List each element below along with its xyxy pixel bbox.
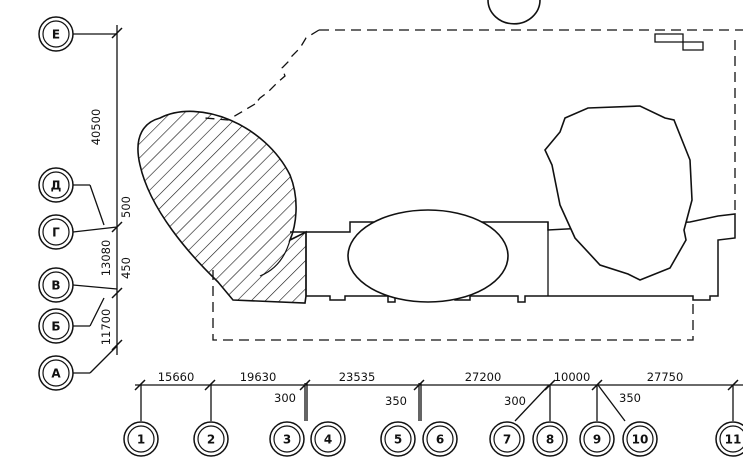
- row-axis-Е: Е: [38, 16, 74, 52]
- column-axis-label: 2: [207, 433, 215, 447]
- vertical-dim-40500: 40500: [89, 109, 103, 146]
- column-axis-label: 10: [632, 433, 649, 447]
- hatched-area: [137, 110, 307, 304]
- row-leaders: [72, 33, 118, 374]
- column-axis-label: 11: [725, 433, 742, 447]
- column-axis-8: 8: [532, 421, 568, 457]
- row-axis-В: В: [38, 267, 74, 303]
- column-axis-label: 1: [137, 433, 145, 447]
- vertical-dim-450: 450: [119, 257, 133, 279]
- hatched-area-inner-edge: [259, 239, 291, 277]
- horizontal-dim-27750: 27750: [647, 370, 684, 384]
- offset-dim-350-b: 350: [619, 391, 641, 405]
- row-axis-label: А: [51, 367, 61, 381]
- column-axis-10: 10: [622, 421, 658, 457]
- column-axis-label: 3: [283, 433, 291, 447]
- row-axis-label: Б: [51, 320, 60, 334]
- top-partial-bubble: [487, 0, 541, 25]
- column-axis-label: 8: [546, 433, 554, 447]
- small-building: [654, 33, 704, 51]
- horizontal-dim-27200: 27200: [465, 370, 502, 384]
- central-oval: [347, 209, 509, 303]
- row-axis-label: В: [51, 279, 60, 293]
- column-axis-5: 5: [380, 421, 416, 457]
- row-axis-label: Г: [52, 226, 60, 240]
- offset-dim-350-a: 350: [385, 394, 407, 408]
- row-axis-label: Е: [52, 28, 60, 42]
- horizontal-dim-23535: 23535: [339, 370, 376, 384]
- column-axis-3: 3: [269, 421, 305, 457]
- vertical-dim-500: 500: [119, 196, 133, 218]
- column-axis-11: 11: [715, 421, 743, 457]
- column-axis-label: 9: [593, 433, 601, 447]
- column-axis-label: 4: [324, 433, 332, 447]
- vertical-dim-13080: 13080: [99, 240, 113, 277]
- horizontal-dim-15660: 15660: [158, 370, 195, 384]
- row-axis-Д: Д: [38, 167, 74, 203]
- horizontal-dim-19630: 19630: [240, 370, 277, 384]
- offset-dim-300-b: 300: [504, 394, 526, 408]
- row-axis-А: А: [38, 355, 74, 391]
- column-axis-9: 9: [579, 421, 615, 457]
- row-axis-label: Д: [51, 179, 62, 193]
- column-axis-1: 1: [123, 421, 159, 457]
- column-leaders: [140, 383, 734, 422]
- right-oval: [544, 105, 693, 281]
- column-axis-label: 6: [436, 433, 444, 447]
- column-axis-4: 4: [310, 421, 346, 457]
- column-axis-label: 5: [394, 433, 402, 447]
- column-axis-7: 7: [489, 421, 525, 457]
- row-axis-Б: Б: [38, 308, 74, 344]
- column-axis-6: 6: [422, 421, 458, 457]
- site-boundary-bottom: [212, 270, 694, 341]
- column-axis-2: 2: [193, 421, 229, 457]
- offset-dim-300-a: 300: [274, 391, 296, 405]
- horizontal-dim-10000: 10000: [554, 370, 591, 384]
- row-axis-Г: Г: [38, 214, 74, 250]
- site-boundary-zigzag: [254, 29, 320, 105]
- vertical-dim-11700: 11700: [99, 309, 113, 346]
- column-axis-label: 7: [503, 433, 511, 447]
